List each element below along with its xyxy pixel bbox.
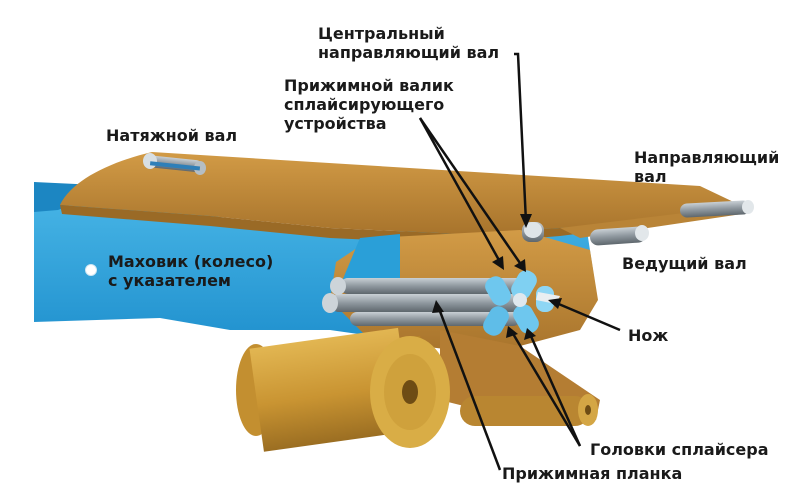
pressure-bar-rollers [322,277,530,326]
paper-roll [236,327,450,452]
label-flywheel-line1: Маховик (колесо) [108,252,274,271]
arrowhead-splicer-roller-1 [492,256,504,270]
arrowhead-pressure-bar [432,300,444,313]
leader-knife [553,300,621,332]
paper-web-main [60,152,742,234]
label-flywheel: Маховик (колесо) с указателем [108,252,273,290]
leader-arrowheads [432,214,562,340]
label-guide-roller: Направляющий вал [634,148,779,186]
label-knife: Нож [628,326,669,345]
label-guide-roller-line1: Направляющий [634,148,780,167]
label-central-guide-roller-line2: направляющий вал [318,43,500,62]
label-central-guide-roller-line1: Центральный [318,24,445,43]
label-splicer-pressure-roller-line3: устройства [284,114,387,133]
leader-splicer-roller-2 [418,117,524,267]
label-guide-roller-line2: вал [634,167,667,186]
label-tension-roller: Натяжной вал [106,126,238,145]
leader-central-roller [514,52,528,223]
guide-roller [680,200,754,218]
label-flywheel-line2: с указателем [108,271,232,290]
flywheel-marker [85,264,97,276]
label-splicer-pressure-roller: Прижимной валик сплайсирующего устройств… [284,76,454,133]
leader-lines [418,52,621,471]
central-guide-roller [522,222,544,242]
lower-roll [460,394,598,426]
arrowhead-splicer-heads-1 [506,326,518,338]
leader-splicer-heads-2 [528,333,582,447]
paper-web-fold [60,205,742,244]
label-splicer-pressure-roller-line1: Прижимной валик [284,76,454,95]
arrowhead-knife [548,298,562,309]
drive-roller [590,225,649,246]
leader-splicer-roller-1 [418,117,502,263]
label-drive-roller: Ведущий вал [622,254,747,273]
label-central-guide-roller: Центральный направляющий вал [318,24,499,62]
label-pressure-bar: Прижимная планка [502,464,683,483]
label-splicer-heads: Головки сплайсера [590,440,769,459]
tension-roller [143,153,206,175]
leader-pressure-bar [436,305,502,471]
leader-splicer-heads-1 [510,331,582,447]
arrowhead-central-roller [520,214,532,228]
arrowhead-splicer-roller-2 [514,259,526,272]
label-splicer-pressure-roller-line2: сплайсирующего [284,95,445,114]
frame-plate-front [340,234,400,286]
arrowhead-splicer-heads-2 [524,328,536,340]
